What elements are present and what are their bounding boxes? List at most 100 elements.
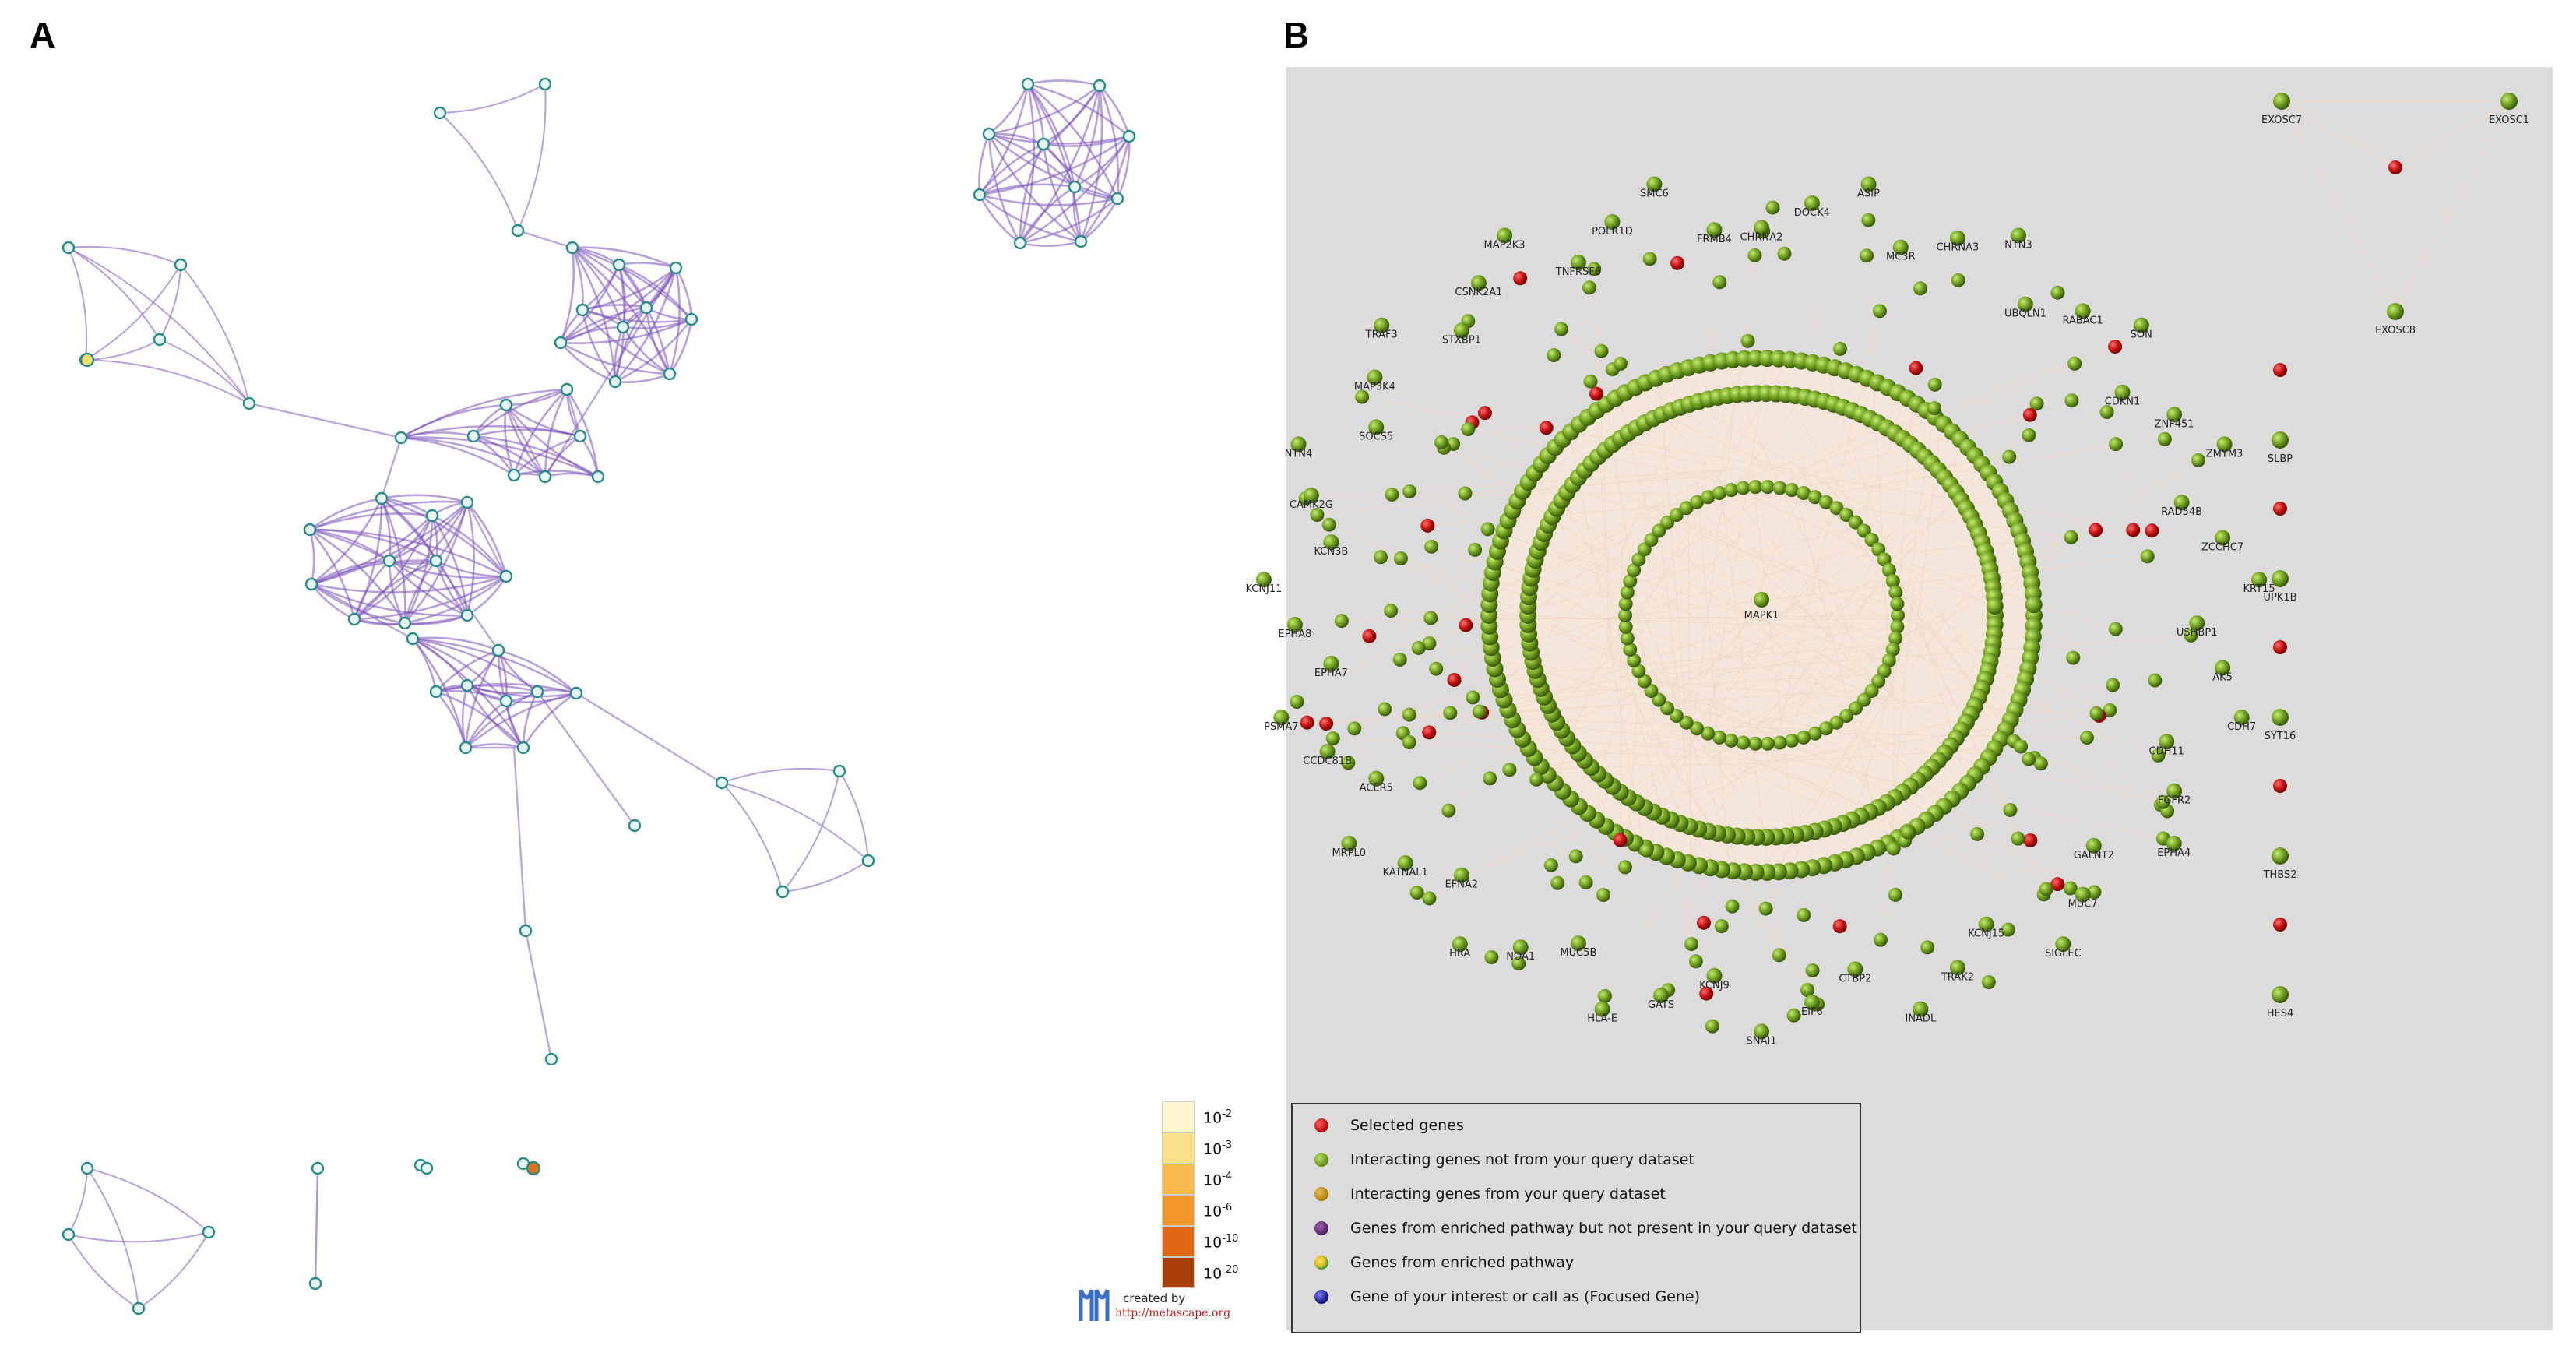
gene-label: DOCK4 — [1794, 207, 1830, 219]
gene-node — [1927, 401, 1942, 416]
network-edge — [782, 860, 869, 893]
gene-node — [2151, 748, 2166, 763]
gene-node — [2133, 317, 2149, 333]
gene-node — [1871, 542, 1886, 557]
network-edge — [435, 502, 469, 562]
network-node — [1021, 77, 1035, 91]
gene-node — [1623, 574, 1638, 589]
gene-node — [1970, 826, 1985, 841]
gene-label: HRA — [1449, 948, 1470, 960]
gene-node — [2064, 393, 2079, 408]
network-edge — [524, 930, 553, 1060]
gene-node — [1736, 735, 1751, 750]
gene-node — [2157, 431, 2172, 446]
legend-dot-icon — [1314, 1221, 1328, 1235]
network-edge — [2281, 100, 2396, 312]
network-edge — [1431, 546, 1607, 598]
gene-node — [1620, 585, 1635, 600]
gene-node — [1321, 517, 1336, 532]
network-edge — [537, 691, 635, 826]
gene-node — [1860, 176, 1877, 192]
network-edge — [400, 436, 546, 478]
gene-node — [1397, 855, 1413, 872]
gene-node — [1290, 695, 1304, 710]
gene-node — [1637, 674, 1652, 689]
network-edge — [513, 435, 581, 476]
gene-node — [2191, 453, 2205, 467]
network-edge — [978, 143, 1044, 195]
network-edge — [1546, 427, 1793, 471]
metascape-credit[interactable]: created by http://metascape.org — [1076, 1287, 1248, 1327]
network-edge — [1907, 563, 2116, 630]
scale-cell: 10-3 — [1162, 1132, 1232, 1164]
network-edge — [721, 767, 840, 784]
network-node — [565, 241, 579, 255]
scale-label: 10-2 — [1203, 1108, 1233, 1127]
network-edge — [1903, 411, 2107, 676]
gene-node — [1355, 389, 1370, 404]
network-node — [538, 470, 552, 484]
gene-node — [2273, 918, 2287, 932]
network-edge — [1873, 439, 2166, 719]
gene-node — [1886, 841, 1901, 856]
gene-node — [1458, 486, 1473, 501]
network-edge — [2395, 100, 2510, 312]
network-node — [526, 1161, 541, 1176]
gene-node — [1319, 717, 1334, 731]
gene-node — [1378, 702, 1392, 717]
gene-node — [1653, 987, 1670, 1003]
gene-node — [1570, 254, 1586, 270]
gene-node — [1434, 435, 1448, 449]
network-edge — [782, 770, 840, 893]
gene-label: CDH11 — [2149, 745, 2184, 757]
network-node — [663, 367, 677, 381]
credit-link[interactable]: http://metascape.org — [1115, 1307, 1231, 1319]
gene-node — [2148, 673, 2163, 688]
gene-node — [1706, 222, 1723, 238]
network-node — [591, 470, 605, 484]
network-node — [406, 632, 420, 646]
gene-label: SON — [2131, 329, 2152, 341]
gene-node — [2001, 922, 2015, 937]
gene-node — [1818, 495, 1833, 509]
gene-node — [1797, 486, 1811, 501]
network-node — [973, 188, 987, 202]
gene-node — [2108, 339, 2123, 354]
network-edge — [1687, 435, 2029, 746]
network-edge — [68, 247, 250, 404]
gene-node — [1618, 608, 1632, 622]
gene-label: THBS2 — [2263, 869, 2297, 881]
gene-node — [1639, 843, 1654, 858]
network-edge — [380, 498, 406, 624]
gene-node — [1443, 706, 1458, 720]
gene-node — [1777, 246, 1792, 261]
gene-node — [2273, 779, 2287, 793]
gene-label: MC3R — [1886, 252, 1916, 263]
gene-node — [1920, 940, 1935, 955]
gene-node — [1384, 604, 1399, 618]
panel-b-label: B — [1283, 15, 1310, 55]
network-edge — [68, 247, 88, 361]
network-node — [776, 885, 790, 899]
gene-node — [1594, 1001, 1610, 1017]
gene-node — [2108, 622, 2123, 636]
gene-label: KCNJ11 — [1245, 583, 1282, 595]
network-edge — [2395, 100, 2510, 168]
gene-node — [1334, 614, 1349, 629]
gene-node — [1596, 888, 1611, 903]
gene-node — [1627, 563, 1642, 578]
network-edge — [138, 1231, 209, 1309]
gene-node — [2184, 628, 2198, 643]
network-edge — [505, 692, 577, 703]
gene-node — [1891, 608, 1905, 622]
gene-node — [1472, 704, 1487, 719]
gene-node — [1978, 916, 1994, 932]
network-edge — [68, 1168, 88, 1235]
gene-node — [2103, 703, 2117, 717]
network-edge — [311, 583, 406, 625]
network-edge — [1620, 635, 2191, 678]
network-edge — [1575, 763, 1773, 857]
gene-node — [1748, 480, 1763, 495]
gene-label: TRAF3 — [1365, 329, 1398, 341]
gene-node — [1578, 875, 1593, 889]
